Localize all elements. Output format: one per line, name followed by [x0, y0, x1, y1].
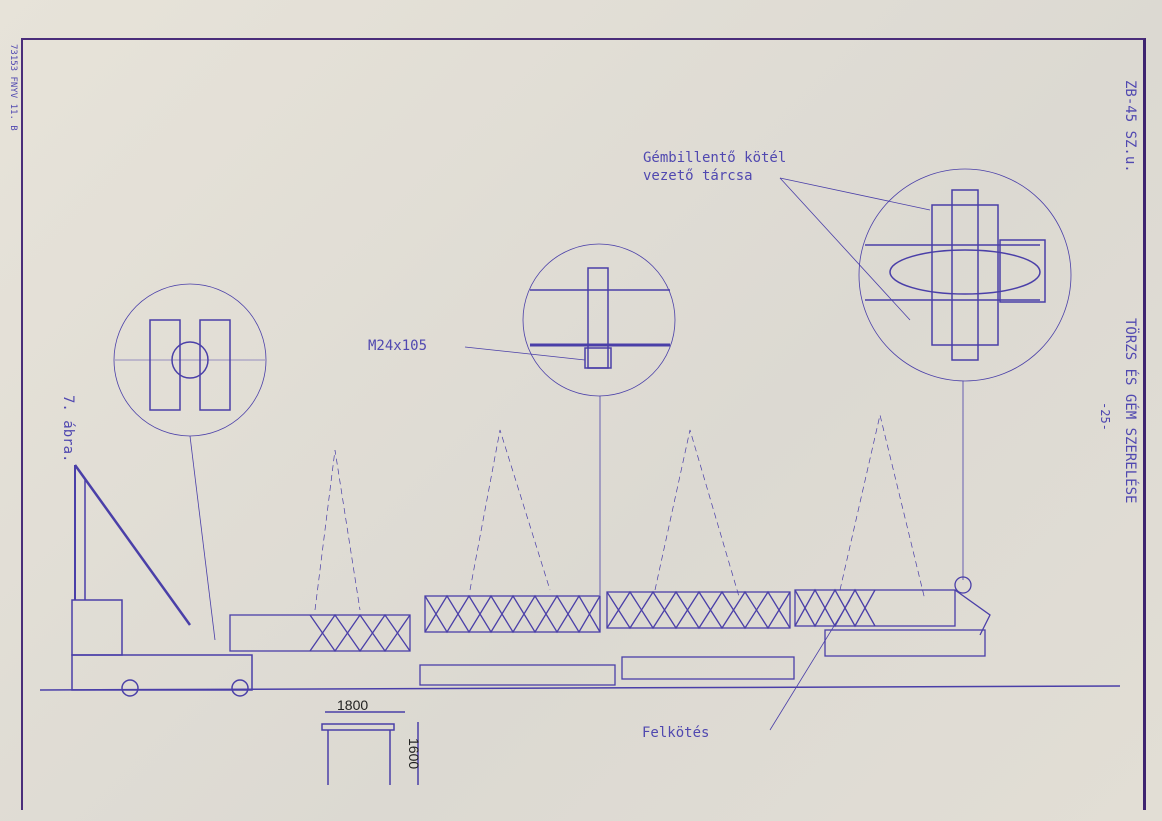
- sheet-title: TÖRZS ÉS GÉM SZERELÉSE: [1122, 318, 1138, 504]
- margin-code: 73153 FNYV 11. B: [8, 44, 18, 131]
- detail-right-pulley: [865, 189, 1046, 361]
- page-number: -25-: [1098, 402, 1112, 431]
- callout-pulley-line2: vezető tárcsa: [643, 168, 753, 184]
- dim-width: 1800: [337, 697, 369, 713]
- doc-id: ZB-45 SZ.u.: [1122, 80, 1138, 173]
- drawing-frame: [21, 38, 1146, 810]
- detail-left-clamp: [115, 319, 265, 411]
- support-frame: [321, 711, 419, 785]
- dim-height: 1600: [406, 738, 422, 770]
- detail-circle-middle: [522, 243, 676, 397]
- callout-pulley-line1: Gémbillentő kötél: [643, 150, 787, 166]
- crane-base: [71, 464, 253, 697]
- boom-sections: [229, 576, 991, 686]
- detail-middle-bolt: [530, 267, 670, 369]
- caption-bottom: Felkötés: [642, 725, 710, 741]
- figure-label: 7. ábra.: [60, 395, 76, 463]
- detail-circle-right: [858, 168, 1072, 382]
- callout-bolt: M24x105: [368, 338, 428, 354]
